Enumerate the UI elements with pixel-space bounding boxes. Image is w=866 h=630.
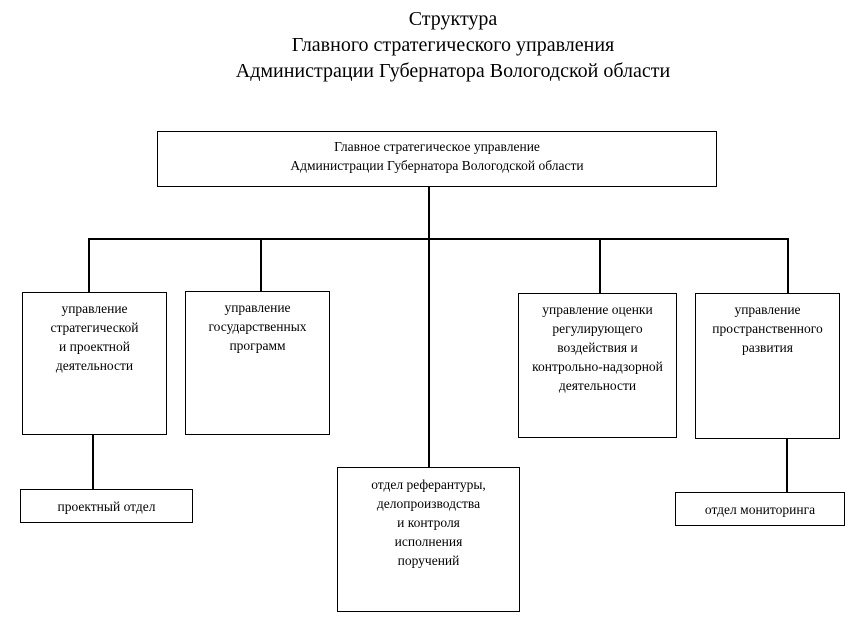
page-title-line-1: Структура bbox=[408, 8, 498, 30]
page-title: Структура Главного стратегического управ… bbox=[40, 6, 866, 84]
node-strategic-and-project-activity-directorate: управление стратегической и проектной де… bbox=[22, 292, 167, 435]
connector-drop-dept-2 bbox=[260, 238, 262, 292]
connector-horizontal-bar bbox=[88, 238, 789, 240]
page-title-line-2: Главного стратегического управления bbox=[291, 34, 615, 56]
connector-root-trunk bbox=[428, 186, 430, 468]
node-regulatory-impact-and-oversight-directorate: управление оценки регулирующего воздейст… bbox=[518, 293, 677, 438]
connector-drop-dept-1 bbox=[88, 238, 90, 293]
node-main-strategic-directorate: Главное стратегическое управление Админи… bbox=[157, 131, 717, 187]
connector-dept4-to-monitoring-dept bbox=[786, 438, 788, 493]
connector-drop-dept-3 bbox=[599, 238, 601, 294]
node-project-department: проектный отдел bbox=[20, 489, 193, 523]
connector-dept1-to-project-dept bbox=[92, 434, 94, 490]
node-spatial-development-directorate: управление пространственного развития bbox=[695, 293, 840, 439]
connector-drop-dept-4 bbox=[787, 238, 789, 294]
page-title-line-3: Администрации Губернатора Вологодской об… bbox=[235, 60, 671, 82]
node-referentura-records-and-control-department: отдел реферантуры, делопроизводства и ко… bbox=[337, 467, 520, 612]
node-monitoring-department: отдел мониторинга bbox=[675, 492, 845, 526]
node-state-programs-directorate: управление государственных программ bbox=[185, 291, 330, 435]
